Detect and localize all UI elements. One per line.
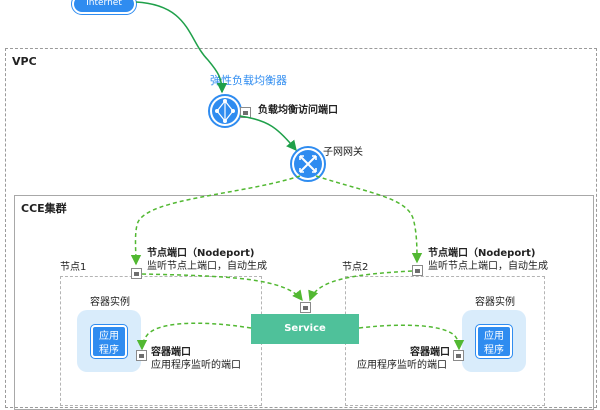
node1-port-title: 节点端口（Nodeport): [147, 248, 255, 259]
service-label: Service: [284, 323, 326, 334]
subnet-gateway-label: 子网网关: [323, 147, 363, 158]
cce-cluster-label: CCE集群: [21, 202, 67, 215]
node1-port-desc: 监听节点上端口，自动生成: [147, 261, 267, 272]
node2-port-icon[interactable]: [412, 265, 423, 276]
container2-port-title: 容器端口: [410, 347, 450, 358]
container1-port-desc: 应用程序监听的端口: [151, 360, 241, 371]
service-port-icon[interactable]: [300, 302, 311, 313]
node1-port-icon[interactable]: [131, 268, 142, 279]
app2-button[interactable]: 应用 程序: [475, 324, 513, 359]
app2-label: 应用 程序: [484, 331, 504, 356]
app1-button[interactable]: 应用 程序: [90, 324, 128, 359]
container1-label: 容器实例: [90, 297, 130, 308]
elb-label: 弹性负载均衡器: [210, 74, 287, 87]
node1-label: 节点1: [60, 262, 87, 273]
elb-port-icon[interactable]: [240, 107, 251, 118]
node2-port-desc: 监听节点上端口，自动生成: [428, 261, 548, 272]
internet-label: Internet: [86, 0, 122, 8]
gateway-router-icon[interactable]: [289, 145, 327, 183]
container2-port-desc: 应用程序监听的端口: [357, 360, 447, 371]
vpc-label: VPC: [12, 55, 37, 68]
container2-label: 容器实例: [475, 297, 515, 308]
container2-port-icon[interactable]: [453, 350, 464, 361]
node2-port-title: 节点端口（Nodeport): [428, 248, 536, 259]
load-balancer-icon[interactable]: [207, 93, 243, 129]
node2-label: 节点2: [342, 262, 369, 273]
app1-label: 应用 程序: [99, 331, 119, 356]
container1-port-icon[interactable]: [136, 350, 147, 361]
internet-node[interactable]: Internet: [71, 0, 137, 15]
service-bar[interactable]: Service: [251, 314, 359, 344]
elb-port-label: 负载均衡访问端口: [258, 105, 338, 116]
container1-port-title: 容器端口: [151, 347, 191, 358]
